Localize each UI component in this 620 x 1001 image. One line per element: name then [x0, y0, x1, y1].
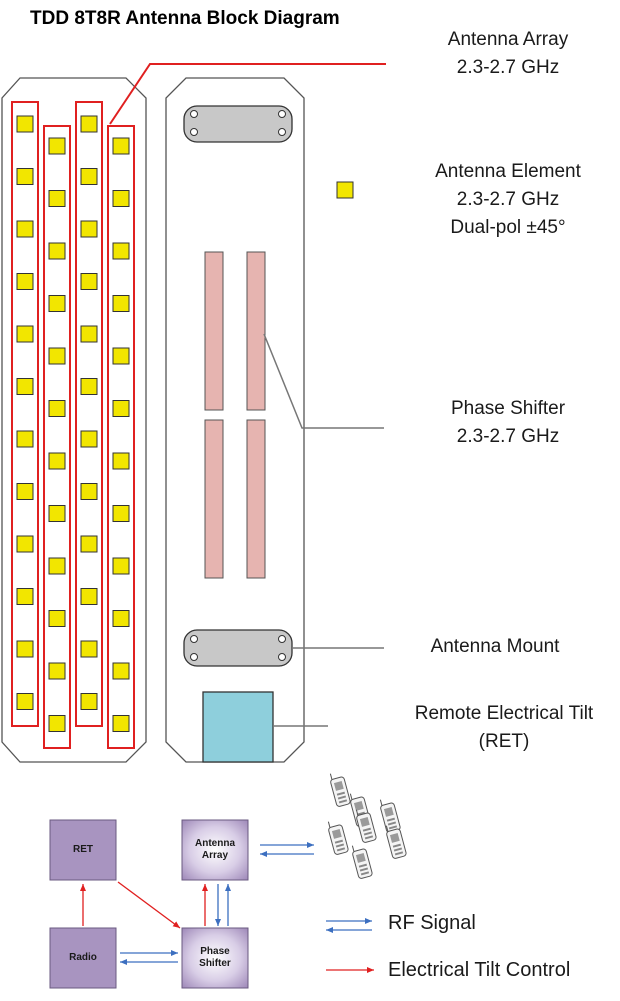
antenna-element	[48, 610, 66, 627]
phase-shifter-2	[246, 251, 266, 411]
antenna-elements	[16, 115, 130, 732]
antenna-element	[80, 273, 98, 290]
antenna-element	[112, 557, 130, 575]
antenna-element	[80, 588, 98, 605]
antenna-element	[16, 220, 34, 238]
antenna-element	[48, 662, 66, 680]
antenna-element	[80, 168, 98, 185]
antenna-column-4	[107, 125, 135, 749]
antenna-element	[80, 115, 98, 133]
antenna-element	[112, 242, 130, 260]
phase-shifter-3	[204, 419, 224, 579]
phone-icon	[385, 825, 407, 859]
antenna-element	[48, 190, 66, 207]
antenna-element	[112, 137, 130, 155]
antenna-element	[16, 640, 34, 658]
antenna-element	[16, 483, 34, 500]
antenna-element	[80, 483, 98, 500]
antenna-element	[16, 693, 34, 710]
antenna-element	[112, 400, 130, 417]
phase-shifter-1	[204, 251, 224, 411]
legend-tilt-control: Electrical Tilt Control	[388, 959, 571, 981]
phone-icon	[379, 799, 401, 833]
phase-shifter-leader	[263, 333, 384, 429]
antenna-element	[16, 273, 34, 290]
antenna-element	[48, 452, 66, 470]
antenna-element	[48, 137, 66, 155]
antenna-element	[80, 640, 98, 658]
label-antenna-mount: Antenna Mount	[430, 636, 560, 657]
antenna-element	[112, 610, 130, 627]
phone-icon	[329, 773, 351, 807]
antenna-element	[112, 452, 130, 470]
antenna-element	[16, 430, 34, 448]
ret-unit	[202, 691, 274, 763]
antenna-element	[112, 295, 130, 312]
antenna-element	[112, 347, 130, 365]
antenna-column-2	[43, 125, 71, 749]
antenna-element	[48, 400, 66, 417]
phone-icon	[327, 821, 349, 855]
antenna-element	[48, 715, 66, 732]
antenna-column-3	[75, 101, 103, 727]
antenna-element	[112, 190, 130, 207]
antenna-element	[16, 115, 34, 133]
block-phase-shifter	[181, 927, 249, 989]
block-label-ret: RET	[73, 844, 93, 855]
antenna-element	[112, 662, 130, 680]
label-antenna-array: Antenna Array 2.3-2.7 GHz	[447, 29, 569, 78]
block-radio	[49, 927, 117, 989]
antenna-element	[16, 325, 34, 343]
arrow-ret-to-phase	[117, 881, 181, 929]
antenna-element	[80, 535, 98, 553]
antenna-back-panel	[165, 77, 305, 763]
antenna-element	[48, 295, 66, 312]
phone-icon	[355, 809, 377, 843]
antenna-element	[112, 505, 130, 522]
bottom-mount-plate	[183, 629, 293, 667]
block-antenna-array	[181, 819, 249, 881]
label-antenna-element: Antenna Element 2.3-2.7 GHz Dual-pol ±45…	[435, 161, 581, 238]
phase-shifter-4	[246, 419, 266, 579]
antenna-element	[80, 693, 98, 710]
top-mount-plate	[183, 105, 293, 143]
label-phase-shifter: Phase Shifter 2.3-2.7 GHz	[450, 398, 566, 447]
antenna-column-1	[11, 101, 39, 727]
antenna-element	[80, 378, 98, 395]
legend-rf-signal: RF Signal	[388, 912, 476, 934]
phone-icon	[351, 845, 373, 879]
antenna-element	[48, 557, 66, 575]
block-label-antenna-array: Antenna Array	[195, 838, 235, 861]
block-label-phase-shifter: Phase Shifter	[199, 946, 231, 969]
antenna-element	[48, 505, 66, 522]
antenna-element	[16, 535, 34, 553]
block-label-radio: Radio	[69, 952, 97, 963]
antenna-element	[16, 378, 34, 395]
page-title: TDD 8T8R Antenna Block Diagram	[30, 8, 340, 29]
antenna-element	[48, 242, 66, 260]
antenna-element	[48, 347, 66, 365]
antenna-element	[80, 220, 98, 238]
antenna-element	[80, 430, 98, 448]
block-ret	[49, 819, 117, 881]
antenna-array-leader	[109, 63, 386, 125]
antenna-element-sample	[336, 181, 354, 199]
antenna-element	[112, 715, 130, 732]
antenna-element	[16, 168, 34, 185]
antenna-element	[16, 588, 34, 605]
label-ret: Remote Electrical Tilt (RET)	[414, 703, 594, 752]
antenna-element	[80, 325, 98, 343]
mobile-phones-group	[327, 773, 407, 879]
